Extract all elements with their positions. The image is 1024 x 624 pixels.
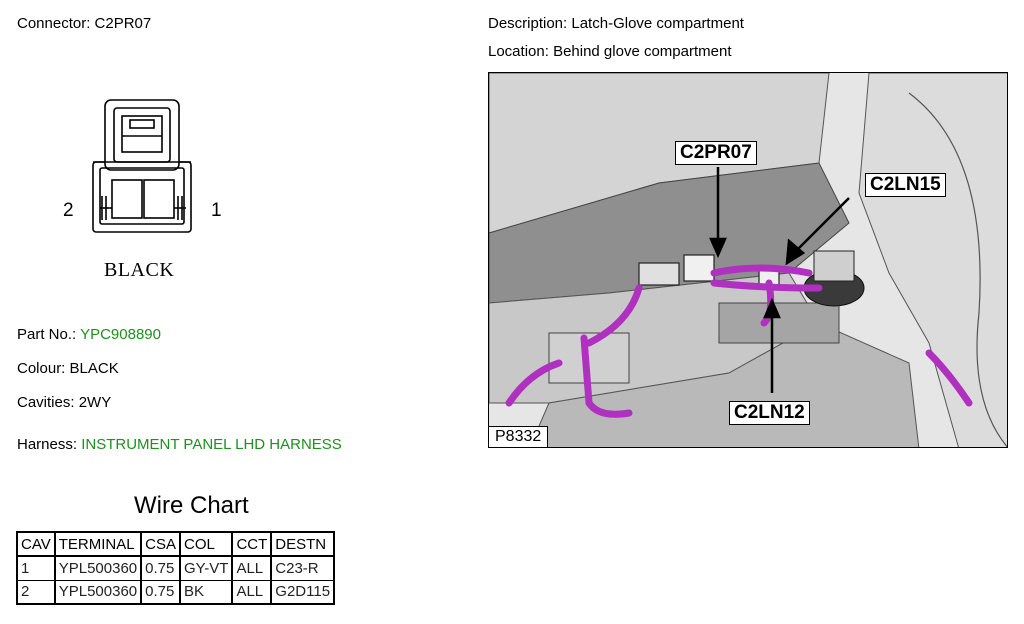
cavities-line: Cavities: 2WY [17,394,111,411]
cell-cav: 2 [16,579,56,605]
connector-label: Connector: [17,15,91,32]
photo-illustration [489,73,1007,447]
cell-csa: 0.75 [140,579,181,605]
cavities-value: 2WY [78,394,112,411]
wire-chart-table: CAV TERMINAL CSA COL CCT DESTN 1 YPL5003… [16,531,336,605]
callout-c2ln15: C2LN15 [865,173,946,197]
header-terminal: TERMINAL [53,531,143,557]
description-value: Latch-Glove compartment [571,15,744,32]
connector-id: C2PR07 [94,15,152,32]
cell-col: GY-VT [178,555,234,581]
part-no-link[interactable]: YPC908890 [80,326,161,343]
header-csa: CSA [140,531,181,557]
cell-terminal: YPL500360 [53,579,143,605]
cell-cct: ALL [231,579,273,605]
wire-chart-title: Wire Chart [134,492,249,519]
header-destn: DESTN [270,531,336,557]
location-line: Location: Behind glove compartment [488,43,732,60]
harness-line: Harness: INSTRUMENT PANEL LHD HARNESS [17,436,342,453]
cell-cct: ALL [231,555,273,581]
cell-destn: C23-R [270,555,336,581]
cavities-label: Cavities: [17,394,75,411]
description-line: Description: Latch-Glove compartment [488,15,744,32]
connector-face-diagram [92,99,192,233]
table-header-row: CAV TERMINAL CSA COL CCT DESTN [16,531,336,557]
header-cct: CCT [231,531,273,557]
pin-2-label: 2 [63,200,74,221]
description-label: Description: [488,15,568,32]
location-label: Location: [488,43,549,60]
connector-heading: Connector: C2PR07 [17,15,151,32]
header-cav: CAV [16,531,56,557]
diagram-colour-label: BLACK [104,259,175,281]
location-value: Behind glove compartment [553,43,732,60]
callout-c2pr07: C2PR07 [675,141,757,165]
cell-terminal: YPL500360 [53,555,143,581]
harness-label: Harness: [17,436,78,453]
cell-col: BK [178,579,234,605]
colour-value: BLACK [69,360,119,377]
location-photo: C2PR07 C2LN15 C2LN12 P8332 [488,72,1008,448]
colour-line: Colour: BLACK [17,360,119,377]
table-row: 2 YPL500360 0.75 BK ALL G2D115 [16,579,336,605]
harness-link[interactable]: INSTRUMENT PANEL LHD HARNESS [81,436,342,453]
part-no-line: Part No.: YPC908890 [17,326,161,343]
photo-id: P8332 [489,426,549,447]
header-col: COL [178,531,234,557]
colour-label: Colour: [17,360,66,377]
cell-destn: G2D115 [270,579,336,605]
table-row: 1 YPL500360 0.75 GY-VT ALL C23-R [16,555,336,581]
pin-1-label: 1 [211,200,222,221]
cell-csa: 0.75 [140,555,181,581]
callout-c2ln12: C2LN12 [729,401,810,425]
part-no-label: Part No.: [17,326,77,343]
cell-cav: 1 [16,555,56,581]
